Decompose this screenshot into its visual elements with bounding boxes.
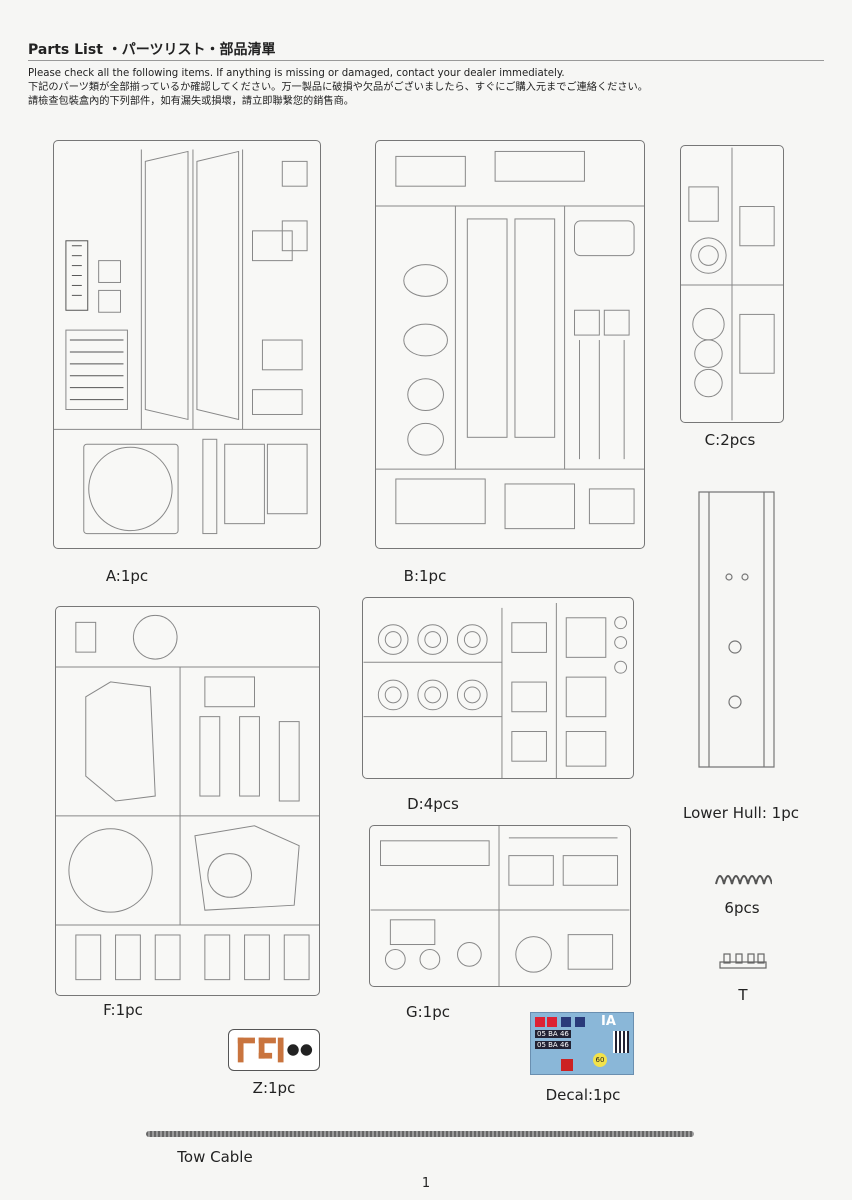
lower-hull-label: Lower Hull: 1pc	[683, 804, 799, 822]
sprue-d-label: D:4pcs	[407, 795, 459, 813]
tow-cable-part	[146, 1131, 694, 1137]
spring-icon	[715, 875, 772, 885]
decal-number: 60	[593, 1053, 607, 1067]
sprue-g-label: G:1pc	[406, 1003, 450, 1021]
sprue-a-frame	[53, 140, 321, 549]
sprue-d-parts	[363, 602, 628, 778]
tow-cable-label: Tow Cable	[177, 1148, 253, 1166]
z-part-label: Z:1pc	[252, 1079, 296, 1097]
z-part-logo	[228, 1029, 320, 1071]
decal-tag: IA	[601, 1014, 616, 1029]
decal-marking-3	[561, 1017, 571, 1027]
decal-sheet: IA 05 BA 46 05 BA 46 60	[530, 1012, 634, 1075]
t-part-icon	[719, 953, 767, 969]
page-title: Parts List ・パーツリスト・部品清單	[28, 42, 276, 58]
decal-marking-1	[535, 1017, 545, 1027]
sprue-g-frame	[369, 825, 631, 987]
decal-stripes	[613, 1031, 629, 1053]
decal-label: Decal:1pc	[545, 1086, 621, 1104]
sprue-c-label: C:2pcs	[704, 431, 756, 449]
sprue-f-label: F:1pc	[103, 1001, 143, 1019]
sprue-b-frame	[375, 140, 645, 549]
sprue-c-frame	[680, 145, 784, 423]
sprue-g-parts	[370, 826, 630, 986]
decal-flag	[561, 1059, 573, 1071]
sprue-d-frame	[362, 597, 634, 779]
sprue-b-label: B:1pc	[403, 567, 447, 585]
t-part-label: T	[738, 986, 748, 1004]
sprue-a-label: A:1pc	[105, 567, 149, 585]
decal-marking-2	[547, 1017, 557, 1027]
sprue-f-parts	[56, 614, 319, 981]
decal-plate-1: 05 BA 46	[535, 1030, 571, 1038]
intro-line-en: Please check all the following items. If…	[28, 68, 565, 79]
sprue-a-parts	[54, 149, 320, 535]
title-rule	[28, 60, 824, 61]
intro-line-cn: 請檢查包裝盒內的下列部件，如有漏失或損壞，請立即聯繫您的銷售商。	[28, 96, 354, 107]
intro-line-jp: 下記のパーツ類が全部揃っているか確認してください。万一製品に破損や欠品がございま…	[28, 82, 648, 93]
springs-label: 6pcs	[724, 899, 760, 917]
sprue-c-parts	[681, 147, 783, 421]
page-number: 1	[421, 1176, 431, 1191]
decal-marking-4	[575, 1017, 585, 1027]
sprue-b-parts	[376, 150, 644, 530]
lower-hull-part	[695, 487, 778, 772]
decal-plate-2: 05 BA 46	[535, 1041, 571, 1049]
sprue-f-frame	[55, 606, 320, 996]
